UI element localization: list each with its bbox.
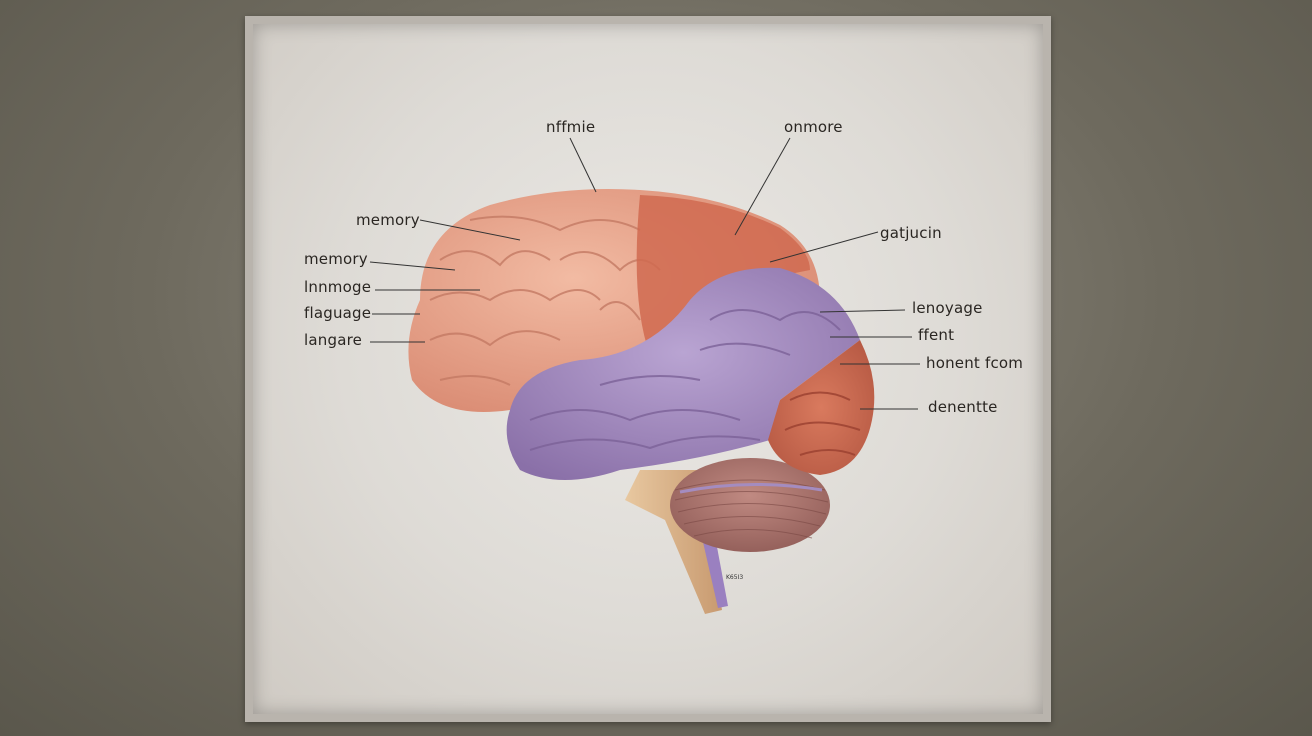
cerebellum bbox=[670, 458, 830, 552]
label-right-2: lenoyage bbox=[912, 299, 983, 317]
label-right-3: ffent bbox=[918, 326, 955, 344]
leader-lines bbox=[369, 137, 920, 410]
label-right-4: honent fcom bbox=[926, 354, 1024, 372]
label-right-5: denentte bbox=[928, 398, 998, 416]
label-left-1: memory bbox=[356, 211, 420, 229]
label-left-4: flaguage bbox=[304, 304, 372, 322]
small-annotation: K65I3 bbox=[726, 574, 744, 581]
label-top-right: onmore bbox=[784, 118, 843, 136]
label-top-left: nffmie bbox=[546, 118, 596, 136]
label-left-5: langare bbox=[304, 331, 363, 349]
temporal-lobe bbox=[506, 267, 860, 480]
occipital-lobe bbox=[768, 340, 875, 475]
label-left-2: memory bbox=[304, 250, 368, 268]
label-left-3: lnnmoge bbox=[304, 278, 372, 296]
label-right-1: gatjucin bbox=[880, 224, 942, 242]
